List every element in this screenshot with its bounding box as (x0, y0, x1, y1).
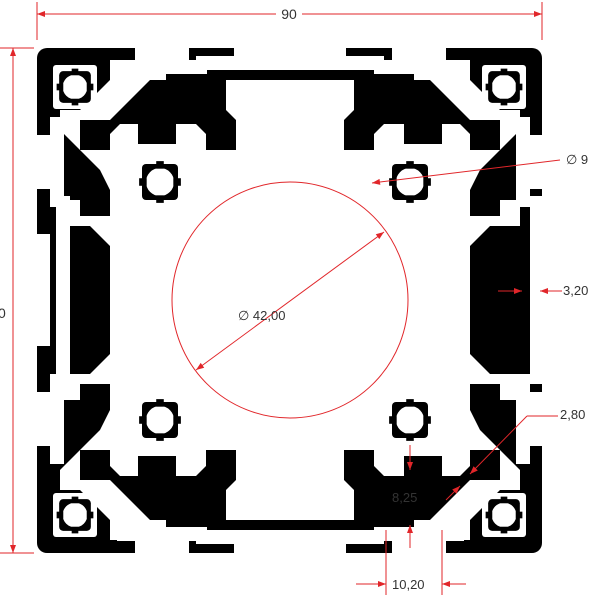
pocket-key (71, 98, 79, 106)
dim-center-bore-diameter: ∅ 42,00 (238, 308, 285, 323)
profile-details (53, 65, 526, 537)
pocket-key (71, 496, 79, 504)
pocket-key (156, 195, 164, 203)
pocket-key (56, 83, 64, 91)
arrow-depth-top (407, 462, 413, 470)
dim-overall-width: 90 (281, 6, 297, 22)
arrow-width-right (534, 11, 542, 17)
pocket-key (139, 416, 147, 424)
profile-body (37, 48, 542, 553)
dim-slot-hole-diameter: ∅ 9 (566, 152, 588, 167)
pocket-key (156, 433, 164, 441)
corner-pocket-bottom-right (482, 493, 526, 537)
pocket-key (515, 83, 523, 91)
pocket-key (485, 511, 493, 519)
corner-pocket-top-right (482, 65, 526, 109)
pocket-hole (491, 502, 517, 528)
pocket-hole (395, 405, 425, 435)
dim-slot-depth: 8,25 (392, 490, 417, 505)
arrow-web (470, 466, 478, 474)
pocket-key (500, 526, 508, 534)
pocket-key (156, 399, 164, 407)
pocket-key (515, 511, 523, 519)
pocket-key (56, 511, 64, 519)
pocket-hole (145, 405, 175, 435)
arrow-wall-b (540, 288, 548, 294)
pocket-key (500, 98, 508, 106)
dimension-labels: 90 0 ∅ 9 ∅ 42,00 3,20 2,80 8,25 10,20 (0, 4, 588, 592)
arrow-bore-end (375, 232, 384, 240)
pocket-key (406, 399, 414, 407)
pocket-key (423, 416, 431, 424)
pocket-hole (145, 167, 175, 197)
arrow-height-top (10, 48, 16, 56)
arrow-depth-bottom (407, 525, 413, 533)
pocket-hole (395, 167, 425, 197)
arrow-web-b (452, 486, 460, 494)
pocket-key (406, 195, 414, 203)
pocket-key (406, 161, 414, 169)
pocket-key (173, 178, 181, 186)
dim-line-web (469, 415, 528, 475)
inner-pocket-bottom-left (135, 395, 185, 445)
arrow-opening-right (442, 581, 450, 587)
profile-solid (37, 48, 542, 553)
pocket-key (156, 161, 164, 169)
corner-pocket-bottom-left (53, 493, 97, 537)
pocket-key (406, 433, 414, 441)
dim-wall-thickness: 3,20 (563, 283, 588, 298)
dim-overall-height-fragment: 0 (0, 305, 6, 321)
inner-pocket-top-right (385, 157, 435, 207)
pocket-key (86, 83, 94, 91)
pocket-hole (491, 74, 517, 100)
dim-line-bore (195, 231, 385, 371)
center-bore-circle (171, 181, 409, 419)
pocket-key (485, 83, 493, 91)
dimension-layer (0, 2, 562, 595)
dim-slot-opening: 10,20 (392, 577, 425, 592)
arrow-wall-a (514, 288, 522, 294)
arrow-bore-start (196, 362, 205, 370)
pocket-key (139, 178, 147, 186)
pocket-key (500, 68, 508, 76)
corner-pocket-top-left (53, 65, 97, 109)
pocket-key (389, 178, 397, 186)
inner-pocket-top-left (135, 157, 185, 207)
pocket-key (423, 178, 431, 186)
pocket-hole (62, 502, 88, 528)
dim-web-thickness: 2,80 (560, 407, 585, 422)
pocket-key (86, 511, 94, 519)
pocket-key (71, 526, 79, 534)
pocket-key (71, 68, 79, 76)
dim-line-slot-hole (371, 159, 561, 184)
inner-pocket-bottom-right (385, 395, 435, 445)
arrow-height-bottom (10, 545, 16, 553)
arrow-opening-left (378, 581, 386, 587)
pocket-key (173, 416, 181, 424)
arrow-width-left (37, 11, 45, 17)
arrow-slot-hole (372, 178, 381, 185)
pocket-key (389, 416, 397, 424)
pocket-key (500, 496, 508, 504)
pocket-hole (62, 74, 88, 100)
